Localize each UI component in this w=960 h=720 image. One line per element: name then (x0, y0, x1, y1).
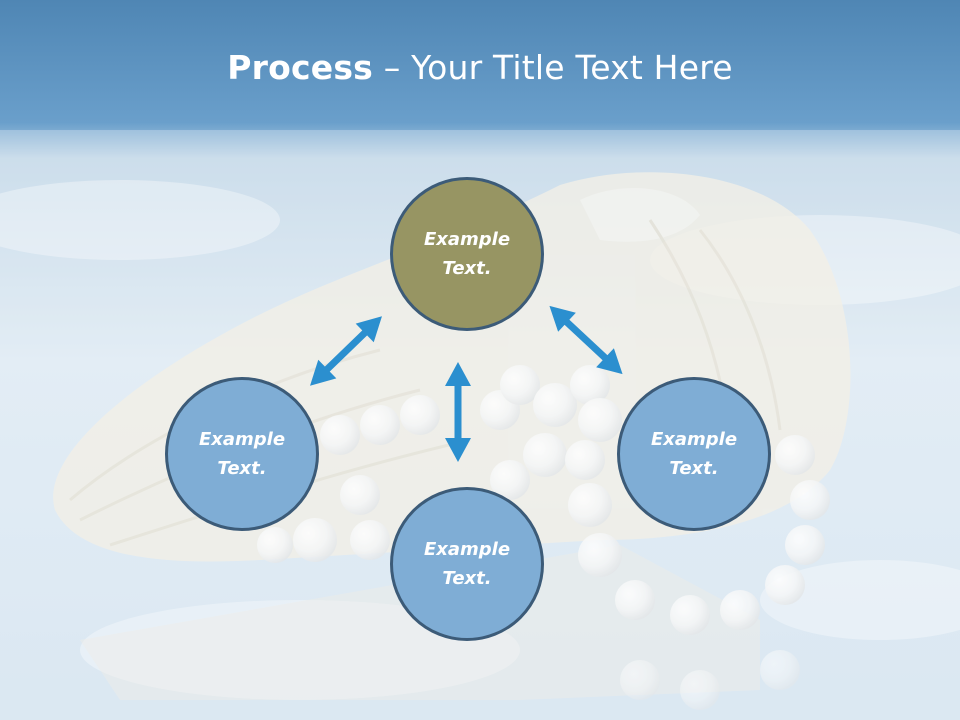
node-bottom-label: Example Text. (423, 539, 511, 589)
process-node-top[interactable]: Example Text. (390, 177, 544, 331)
node-top-label: Example Text. (423, 229, 511, 279)
process-node-left[interactable]: Example Text. (165, 377, 319, 531)
process-node-right[interactable]: Example Text. (617, 377, 771, 531)
process-node-bottom[interactable]: Example Text. (390, 487, 544, 641)
pearls (257, 365, 830, 710)
title-bold: Process (227, 48, 374, 87)
node-left-label: Example Text. (198, 429, 286, 479)
slide-title: Process – Your Title Text Here (0, 48, 960, 87)
node-right-label: Example Text. (650, 429, 738, 479)
title-rest: – Your Title Text Here (373, 48, 733, 87)
